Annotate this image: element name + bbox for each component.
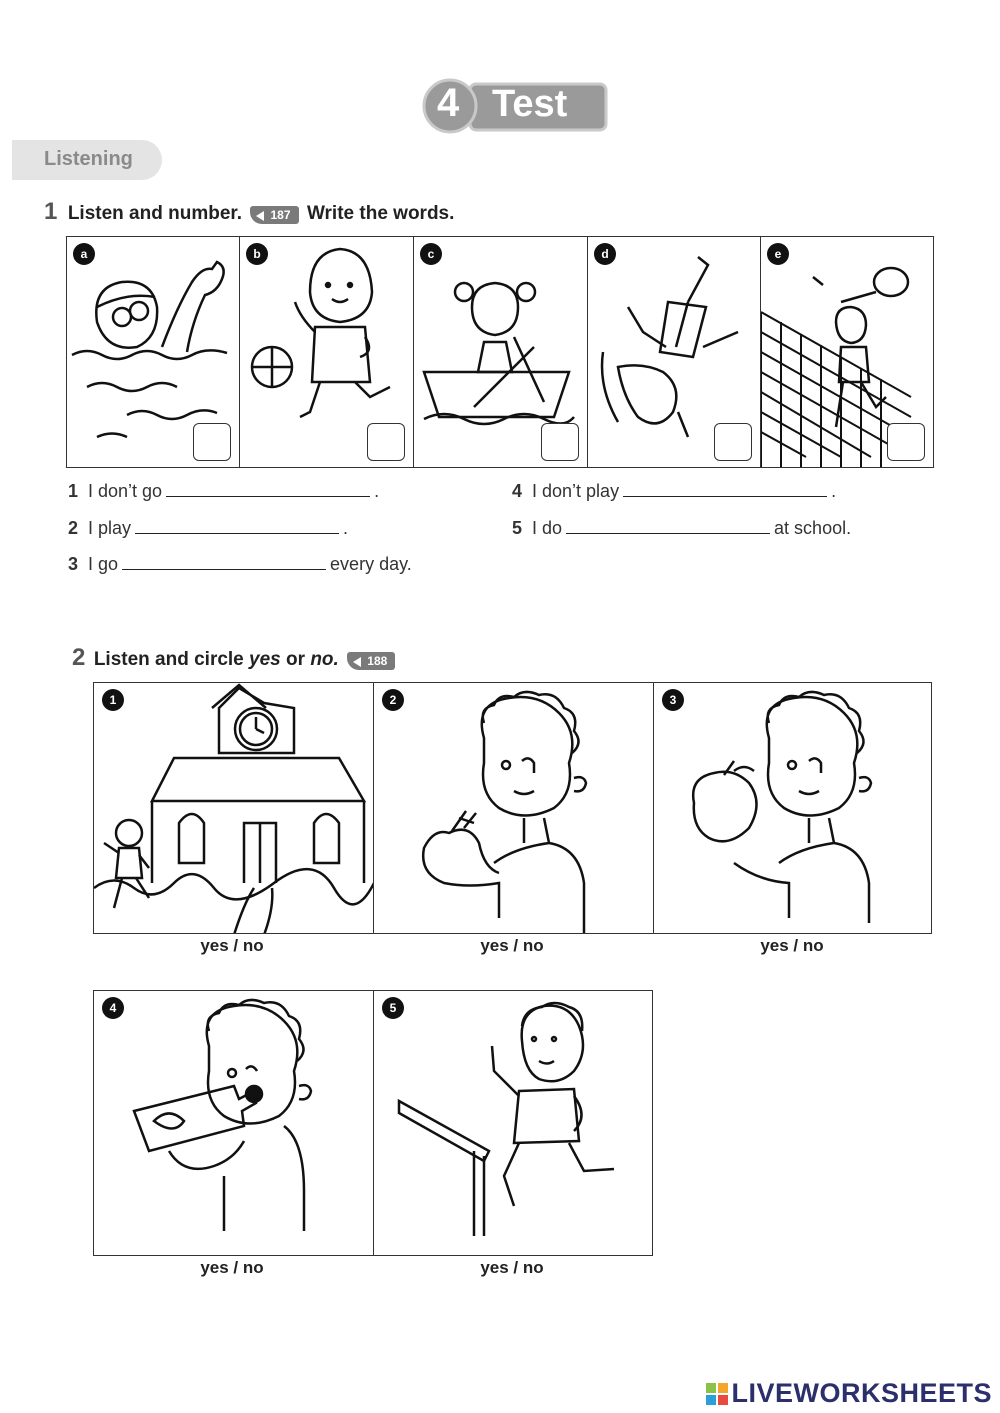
- sentence-4-number: 4: [512, 481, 523, 501]
- panel-b-letter: b: [246, 243, 268, 265]
- picture-panel-4: 4: [94, 991, 374, 1255]
- exercise-1-heading: 1 Listen and number. 187 Write the words…: [44, 198, 454, 226]
- picture-panel-3: 3: [654, 683, 931, 933]
- section-tab-listening: Listening: [12, 140, 162, 180]
- panel-4-answer[interactable]: yes / no: [200, 1258, 264, 1277]
- panel-1-number: 1: [102, 689, 124, 711]
- panel-3-number: 3: [662, 689, 684, 711]
- audio-track-187-button[interactable]: 187: [250, 205, 299, 224]
- panel-a-answer-box[interactable]: [193, 423, 231, 461]
- gymnastics-illustration: [600, 256, 739, 438]
- exercise-1-number: 1: [44, 198, 58, 225]
- exercise-2-instruction: Listen and circle: [93, 649, 250, 670]
- sentence-3: 3 I go every day.: [68, 553, 412, 575]
- section-label: Listening: [44, 148, 133, 170]
- panel-d-letter: d: [594, 243, 616, 265]
- sentence-2: 2 I play.: [68, 517, 348, 539]
- liveworksheets-logo-icon: [706, 1383, 729, 1405]
- sentence-5: 5 I do at school.: [512, 517, 851, 539]
- panel-b-answer-box[interactable]: [367, 423, 405, 461]
- swimming-illustration: [71, 260, 228, 439]
- picture-panel-5: 5: [374, 991, 652, 1255]
- panel-e-answer-box[interactable]: [887, 423, 925, 461]
- panel-4-number: 4: [102, 997, 124, 1019]
- boy-drinking-illustration: [132, 998, 313, 1231]
- audio-track-188-button[interactable]: 188: [347, 651, 396, 670]
- sentence-4: 4 I don’t play.: [512, 480, 836, 502]
- audio-track-label: 187: [270, 207, 291, 222]
- title-number: 4: [437, 81, 460, 125]
- exercise-1-instruction-b: Write the words.: [306, 203, 455, 224]
- sentence-4-text: I don’t play: [532, 481, 620, 501]
- panel-5-answer[interactable]: yes / no: [480, 1258, 544, 1277]
- sentence-2-tail: .: [343, 518, 349, 538]
- picture-panel-1: 1: [94, 683, 374, 933]
- panel-c-letter: c: [420, 243, 442, 265]
- sentence-1-blank[interactable]: [166, 480, 371, 497]
- sentence-4-blank[interactable]: [623, 480, 828, 497]
- picture-panel-c: c: [414, 237, 588, 467]
- exercise-1-picture-strip: a b: [66, 236, 934, 468]
- title-word: Test: [492, 83, 568, 125]
- badminton-illustration: [761, 266, 912, 467]
- panel-3-answer[interactable]: yes / no: [760, 936, 824, 955]
- picture-panel-b: b: [240, 237, 414, 467]
- sentence-2-number: 2: [68, 518, 79, 538]
- sentence-5-blank[interactable]: [566, 517, 771, 534]
- sentence-5-number: 5: [512, 518, 523, 538]
- sentence-2-blank[interactable]: [135, 517, 340, 534]
- exercise-2-no-word: no.: [310, 649, 339, 670]
- exercise-2-row-2: 4 5: [93, 990, 653, 1256]
- panel-a-letter: a: [73, 243, 95, 265]
- panel-d-answer-box[interactable]: [714, 423, 752, 461]
- sentence-2-text: I play: [88, 518, 132, 538]
- test-title-badge: 4 Test: [420, 78, 608, 134]
- sentence-3-number: 3: [68, 554, 79, 574]
- sentence-1-number: 1: [68, 481, 79, 501]
- rowing-illustration: [422, 281, 575, 426]
- sentence-4-tail: .: [831, 481, 837, 501]
- liveworksheets-logo: LIVEWORKSHEETS: [706, 1378, 992, 1409]
- panel-1-answer[interactable]: yes / no: [200, 936, 264, 955]
- liveworksheets-brand: LIVEWORKSHEETS: [731, 1378, 992, 1408]
- sentence-1-text: I don’t go: [88, 481, 163, 501]
- exercise-2-heading: 2 Listen and circle yes or no. 188: [72, 644, 396, 672]
- picture-panel-d: d: [588, 237, 761, 467]
- sentence-1: 1 I don’t go.: [68, 480, 379, 502]
- sentence-3-blank[interactable]: [122, 553, 327, 570]
- sentence-3-tail: every day.: [330, 554, 412, 574]
- panel-5-number: 5: [382, 997, 404, 1019]
- exercise-2-or-word: or: [280, 649, 311, 670]
- boy-hurdle-illustration: [397, 1001, 615, 1236]
- school-building-illustration: [94, 683, 373, 933]
- exercise-2-row-1: 1 2: [93, 682, 932, 934]
- exercise-2-number: 2: [72, 644, 86, 671]
- sentence-5-tail: at school.: [774, 518, 852, 538]
- picture-panel-e: e: [761, 237, 933, 467]
- exercise-1-instruction-a: Listen and number.: [67, 203, 243, 224]
- exercise-2-yes-word: yes: [249, 649, 281, 670]
- panel-2-number: 2: [382, 689, 404, 711]
- sentence-5-text: I do: [532, 518, 563, 538]
- boy-with-apple-illustration: [691, 690, 873, 923]
- audio-track-label: 188: [367, 653, 388, 668]
- picture-panel-a: a: [67, 237, 240, 467]
- boy-with-flowers-illustration: [421, 690, 588, 933]
- sentence-1-tail: .: [374, 481, 380, 501]
- basketball-illustration: [250, 247, 391, 419]
- sentence-3-text: I go: [88, 554, 119, 574]
- panel-2-answer[interactable]: yes / no: [480, 936, 544, 955]
- panel-e-letter: e: [767, 243, 789, 265]
- picture-panel-2: 2: [374, 683, 654, 933]
- panel-c-answer-box[interactable]: [541, 423, 579, 461]
